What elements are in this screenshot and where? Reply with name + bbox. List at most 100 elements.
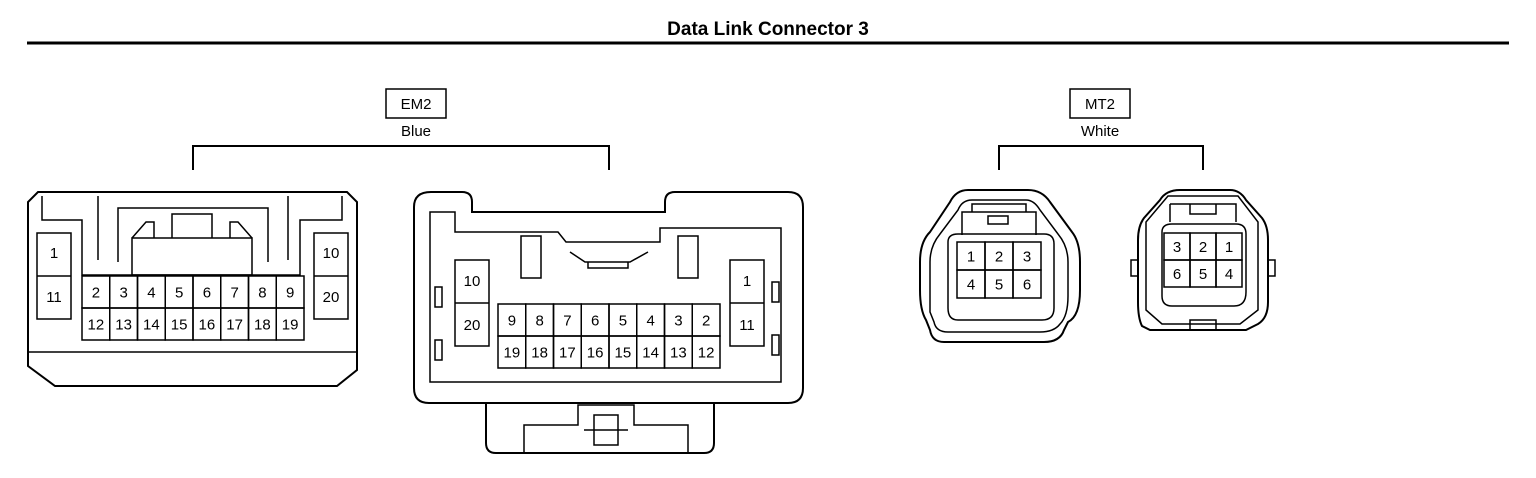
em2-female-lock-body xyxy=(485,403,715,454)
mt2-bracket xyxy=(998,145,1204,170)
pin-label: 2 xyxy=(92,285,100,302)
pin-label: 11 xyxy=(739,317,755,334)
pin-label: 1 xyxy=(1225,239,1233,256)
pin-cell xyxy=(1215,259,1243,288)
mt2-male-inner-housing xyxy=(929,199,1069,333)
slot xyxy=(771,281,780,303)
pin-label: 16 xyxy=(199,317,216,334)
mt2-male-latch xyxy=(961,203,1037,235)
pin-label: 12 xyxy=(698,345,715,362)
pin-label: 16 xyxy=(587,345,604,362)
pin-label: 10 xyxy=(464,273,481,290)
mt2-female-bottom-latch xyxy=(1184,319,1222,331)
pin-label: 7 xyxy=(230,285,238,302)
pin-label: 5 xyxy=(619,313,627,330)
pin-label: 14 xyxy=(143,317,160,334)
mt2-female-top-plate xyxy=(1169,203,1237,222)
em2-female-guide-left xyxy=(520,235,542,279)
em2-female-pin-grid: 9 8 7 6 5 4 3 2 19 18 17 16 15 14 13 12 xyxy=(497,303,721,369)
pin-label: 15 xyxy=(171,317,188,334)
pin-label: 2 xyxy=(702,313,710,330)
pin-label: 3 xyxy=(1023,249,1031,266)
pin-label: 18 xyxy=(531,345,548,362)
em2-female-housing xyxy=(413,191,804,404)
pin-label: 9 xyxy=(508,313,516,330)
em2-female-latch xyxy=(569,251,649,269)
em2-label-group: EM2 Blue xyxy=(192,88,610,170)
pin-label: 13 xyxy=(670,345,687,362)
pin-label: 13 xyxy=(115,317,132,334)
pin-label: 4 xyxy=(967,277,975,294)
pin-label: 5 xyxy=(1199,266,1207,283)
mt2-female-housing xyxy=(1137,189,1269,331)
pin-cell xyxy=(1012,269,1042,299)
pin-cell xyxy=(691,335,721,369)
pin-label: 3 xyxy=(1173,239,1181,256)
diagram-title: Data Link Connector 3 xyxy=(667,19,869,40)
em2-male-pin-grid: 2 3 4 5 6 7 8 9 12 13 14 15 16 17 18 19 xyxy=(81,275,305,341)
pin-label: 18 xyxy=(254,317,271,334)
mt2-color: White xyxy=(1081,123,1119,140)
em2-code-box xyxy=(385,88,447,119)
em2-female-inner-frame xyxy=(429,211,782,383)
pin-label: 9 xyxy=(286,285,294,302)
pin-label: 1 xyxy=(967,249,975,266)
mt2-female-side-tab-left xyxy=(1130,259,1139,277)
pin-label: 5 xyxy=(175,285,183,302)
pin-label: 4 xyxy=(1225,266,1233,283)
em2-female-guide-right xyxy=(677,235,699,279)
pin-label: 15 xyxy=(615,345,632,362)
pin-label: 17 xyxy=(226,317,243,334)
mt2-female-inner-housing xyxy=(1145,195,1259,325)
em2-female-connector: 10 20 1 11 9 8 7 6 5 4 3 2 19 18 17 16 15 14 13 12 xyxy=(413,191,804,454)
mt2-male-housing xyxy=(919,189,1081,343)
pin-label: 6 xyxy=(591,313,599,330)
pin-label: 11 xyxy=(46,289,62,306)
em2-male-latch-frame xyxy=(97,196,289,262)
pin-label: 1 xyxy=(50,245,58,262)
pin-cell xyxy=(275,307,305,341)
em2-code: EM2 xyxy=(401,96,432,113)
pin-label: 3 xyxy=(119,285,127,302)
mt2-male-cavity xyxy=(947,233,1055,321)
mt2-code-box xyxy=(1069,88,1131,119)
pin-label: 8 xyxy=(535,313,543,330)
em2-male-lock xyxy=(131,213,253,239)
em2-male-key xyxy=(131,237,253,276)
pin-label: 14 xyxy=(642,345,659,362)
pin-label: 12 xyxy=(88,317,105,334)
mt2-female-pin-grid: 3 2 1 6 5 4 xyxy=(1163,232,1243,288)
pin-label: 7 xyxy=(563,313,571,330)
pin-label: 5 xyxy=(995,277,1003,294)
pin-label: 10 xyxy=(323,245,340,262)
pin-label: 1 xyxy=(743,273,751,290)
pin-label: 4 xyxy=(147,285,155,302)
mt2-male-latch-slot xyxy=(987,215,1009,225)
mt2-male-connector: 1 2 3 4 5 6 xyxy=(919,189,1081,343)
mt2-male-pin-grid: 1 2 3 4 5 6 xyxy=(956,241,1042,299)
mt2-code: MT2 xyxy=(1085,96,1115,113)
mt2-female-top-slot xyxy=(1189,204,1217,215)
mt2-female-cavity xyxy=(1161,223,1247,307)
pin-label: 6 xyxy=(1023,277,1031,294)
mt2-label-group: MT2 White xyxy=(998,88,1204,170)
em2-color: Blue xyxy=(401,123,431,140)
em2-male-housing xyxy=(27,191,358,387)
slot xyxy=(434,286,443,308)
pin-label: 20 xyxy=(464,317,481,334)
slot xyxy=(434,339,443,361)
em2-bracket xyxy=(192,145,610,170)
pin-label: 4 xyxy=(646,313,654,330)
pin-label: 8 xyxy=(258,285,266,302)
pin-label: 6 xyxy=(1173,266,1181,283)
pin-label: 3 xyxy=(674,313,682,330)
mt2-female-connector: 3 2 1 6 5 4 xyxy=(1130,189,1276,331)
pin-label: 2 xyxy=(995,249,1003,266)
pin-label: 6 xyxy=(203,285,211,302)
pin-label: 19 xyxy=(504,345,521,362)
pin-label: 19 xyxy=(282,317,299,334)
pin-label: 17 xyxy=(559,345,576,362)
pin-label: 2 xyxy=(1199,239,1207,256)
